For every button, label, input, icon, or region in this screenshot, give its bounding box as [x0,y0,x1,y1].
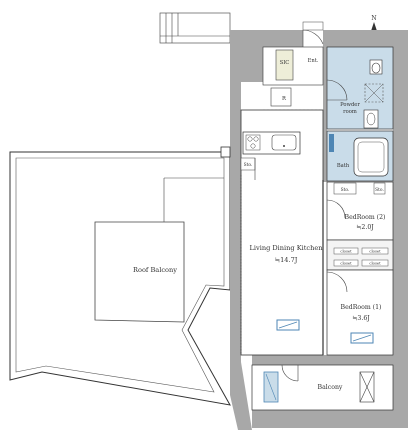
bedroom2-storage-label: Sto. [341,188,350,193]
roof-balcony-area: Roof Balcony [9,151,231,406]
bath: Bath [326,130,394,182]
neighbor-structure [159,12,231,44]
closet-label-3: closet [340,261,352,266]
powder-room: Powder room [326,46,394,130]
bedroom1-size: ≒3.6J [352,315,370,322]
powder-room-label-line2: room [343,109,357,115]
powder-room-label-line1: Powder [340,102,360,108]
ldk-size: ≒14.7J [275,256,298,264]
refrigerator-label: R [282,96,287,102]
bath-label: Bath [337,163,350,169]
closets: closet closet closet closet [326,239,394,271]
entrance-area: SIC Ent. R [262,21,324,111]
compass-north-label: N [371,15,376,22]
sic-storage [275,49,294,81]
roof-balcony-label: Roof Balcony [133,266,177,274]
closet-label-4: closet [369,261,381,266]
closet-label-2: closet [369,249,381,254]
bedroom1-label: BedRoom (1) [341,304,382,311]
balcony: Balcony [251,364,394,411]
bedroom2-label: BedRoom (2) [345,214,386,221]
bedroom2-storage-label-2: Sto. [375,188,384,193]
ldk-label: Living Dining Kitchen [250,244,324,252]
bedroom-2: Sto. Sto. BedRoom (2) ≒2.0J [326,181,394,241]
kitchen-storage-label: Sto. [244,163,253,168]
balcony-label: Balcony [318,384,343,391]
bedroom-1: BedRoom (1) ≒3.6J [326,269,394,356]
refrigerator-space [270,87,292,107]
sic-label: SIC [280,60,290,66]
ent-label: Ent. [308,58,319,64]
walls [220,30,408,430]
living-dining-kitchen: Sto. Living Dining Kitchen ≒14.7J [240,109,324,356]
closet-label-1: closet [340,249,352,254]
bedroom2-size: ≒2.0J [356,224,374,231]
